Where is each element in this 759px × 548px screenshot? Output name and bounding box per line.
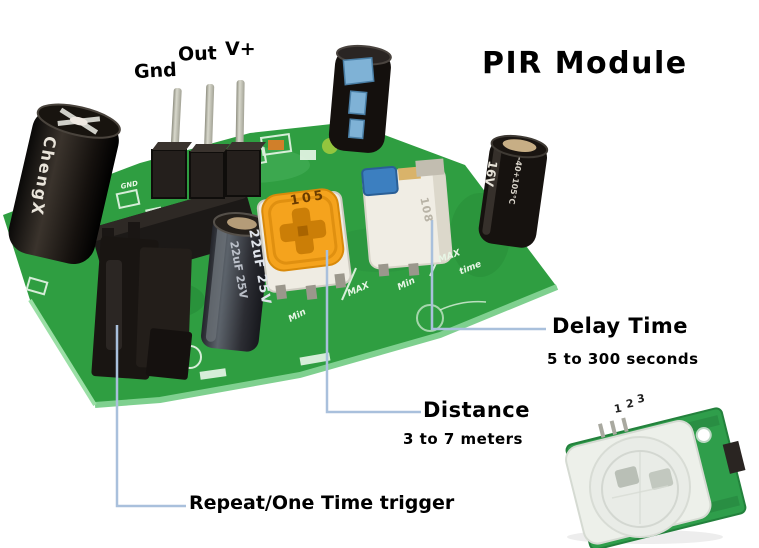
- pin-label-vplus: V+: [225, 38, 256, 60]
- smd-diode-icon: [268, 140, 284, 150]
- inset-side-component: [722, 440, 746, 474]
- left-capacitor: [8, 103, 121, 265]
- pin-label-gnd: Gnd: [133, 58, 178, 84]
- page-title: PIR Module: [482, 46, 688, 81]
- delay-trimpot: [361, 158, 453, 277]
- distance-label: Distance: [423, 398, 530, 422]
- delay-time-range: 5 to 300 seconds: [547, 350, 699, 368]
- trigger-label: Repeat/One Time trigger: [189, 492, 455, 514]
- distance-leader-line: [325, 250, 421, 414]
- filter-capacitor: [201, 212, 271, 352]
- inset-dome-lens: [589, 436, 691, 538]
- delay-leader-line: [430, 220, 546, 331]
- pin-header: [151, 79, 266, 199]
- trigger-leader-line: [115, 325, 186, 508]
- distance-range: 3 to 7 meters: [403, 430, 523, 448]
- right-capacitor: [478, 134, 549, 248]
- delay-time-label: Delay Time: [552, 314, 689, 338]
- pin-label-out: Out: [177, 42, 218, 66]
- top-capacitor: [328, 44, 392, 153]
- inset-module-photo: [565, 407, 747, 548]
